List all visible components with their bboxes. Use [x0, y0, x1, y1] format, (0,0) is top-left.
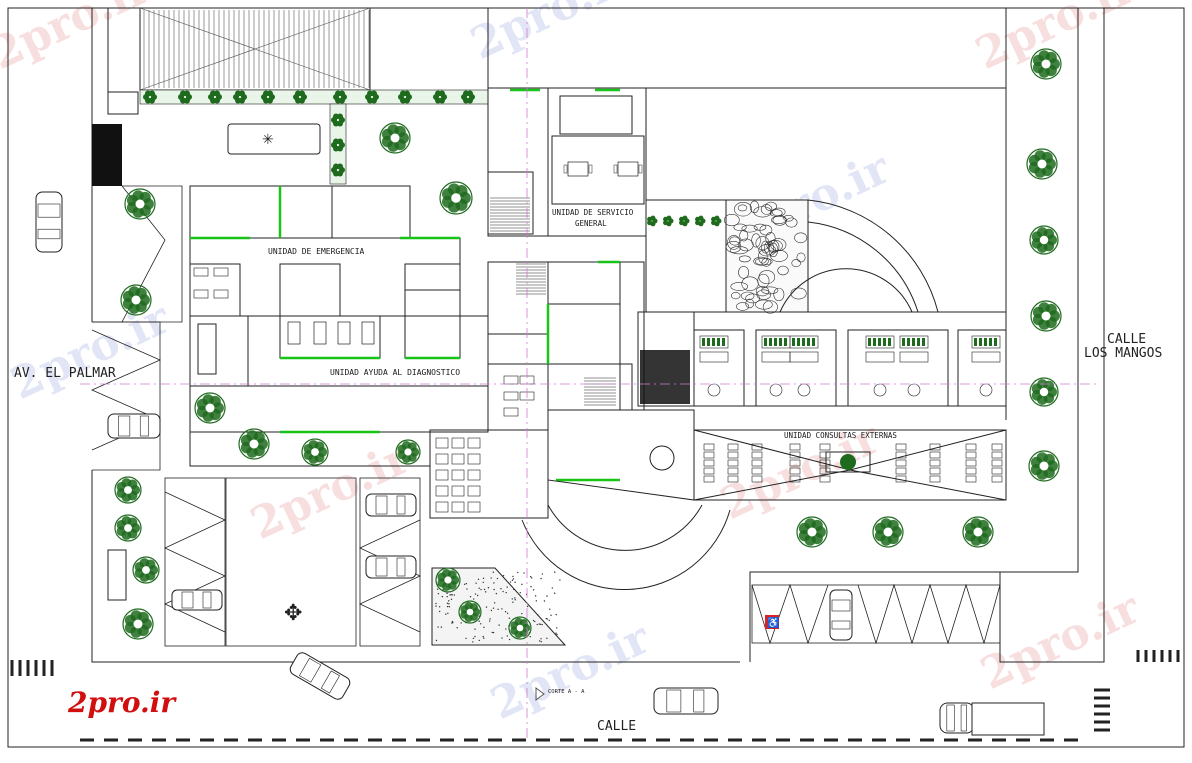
- tree-icon: [395, 439, 421, 465]
- car-icon: [171, 589, 223, 611]
- tree-icon: [122, 608, 154, 640]
- label-unidad-consultas: UNIDAD CONSULTAS EXTERNAS: [784, 431, 897, 440]
- parking-west: [164, 477, 421, 647]
- parking-east: [751, 583, 1001, 645]
- path-shrubs: [143, 90, 475, 177]
- car-icon: [365, 555, 417, 579]
- car-icon: [365, 493, 417, 517]
- tree-icon: [194, 392, 226, 424]
- watermark-text: 2pro.ir: [463, 0, 638, 70]
- tree-icon: [1028, 450, 1060, 482]
- label-unidad-diagnostico: UNIDAD AYUDA AL DIAGNOSTICO: [330, 368, 460, 377]
- tree-icon: [508, 616, 532, 640]
- ambulance-cross-icon: ✳: [262, 131, 274, 147]
- shrub: [233, 90, 247, 104]
- vehicles: [35, 191, 1045, 736]
- shrub: [365, 90, 379, 104]
- tree-icon: [238, 428, 270, 460]
- shrub: [178, 90, 192, 104]
- section-mark-label: CORTE A - A: [548, 689, 585, 695]
- tree-icon: [1026, 148, 1058, 180]
- tree-icon: [114, 476, 142, 504]
- guard-booth: [107, 91, 139, 115]
- watermark-text: 2pro.ir: [243, 432, 418, 550]
- interior-furniture: [107, 161, 643, 601]
- brand-logo: 2pro.ir: [67, 686, 177, 719]
- crosswalk-east: [1136, 650, 1180, 662]
- label-unidad-emergencia: UNIDAD DE EMERGENCIA: [268, 247, 365, 256]
- property-boundary: [91, 8, 1105, 663]
- shrub: [331, 138, 345, 152]
- tree-icon: [120, 284, 152, 316]
- circular-plaza: [779, 199, 939, 313]
- shrub: [461, 90, 475, 104]
- core-green-walls: [510, 88, 620, 482]
- car-icon: [829, 589, 853, 641]
- lobby: [521, 409, 731, 591]
- shrub: [398, 90, 412, 104]
- car-icon: [653, 687, 719, 715]
- stairs: [490, 197, 616, 406]
- storage-dark: [640, 350, 690, 404]
- label-servicio-line1: UNIDAD DE SERVICIO: [552, 208, 634, 217]
- car-icon: [107, 413, 161, 439]
- trees: [114, 48, 1062, 640]
- tree-icon: [435, 567, 461, 593]
- tree-icon: [114, 514, 142, 542]
- watermark-text: 2pro.ir: [0, 0, 158, 80]
- consult-fixtures: [647, 215, 1001, 397]
- tree-icon: [872, 516, 904, 548]
- street-west-label: AV. EL PALMAR: [14, 366, 116, 381]
- tree-icon: [132, 556, 160, 584]
- tree-icon: [379, 122, 411, 154]
- watermark-text: 2pro.ir: [3, 292, 178, 410]
- shrub: [143, 90, 157, 104]
- tree-icon: [1030, 300, 1062, 332]
- tree-icon: [796, 516, 828, 548]
- shrub: [208, 90, 222, 104]
- consultation-block: [637, 311, 1007, 407]
- crosswalk-south-east: [1094, 688, 1110, 732]
- ambulance: [227, 123, 321, 155]
- hatched-roof: [139, 7, 371, 91]
- shrub: [261, 90, 275, 104]
- label-servicio-line2: GENERAL: [575, 219, 607, 228]
- tree-icon: [1030, 48, 1062, 80]
- crosswalk-west: [10, 660, 54, 676]
- south-planter: [431, 567, 567, 646]
- shrub: [333, 90, 347, 104]
- tree-icon: [1029, 377, 1059, 407]
- section-arrow-icon: [535, 687, 545, 701]
- street-east-label-1: CALLE: [1107, 332, 1146, 347]
- tree-icon: [1029, 225, 1059, 255]
- tree-icon: [301, 438, 329, 466]
- accessible-parking-icon: [765, 615, 779, 629]
- watermark-layer: 2pro.ir 2pro.ir 2pro.ir 2pro.ir 2pro.ir …: [0, 0, 1148, 730]
- car-icon: [35, 191, 63, 253]
- tree-icon: [439, 181, 473, 215]
- tree-icon: [458, 600, 482, 624]
- car-icon: [289, 652, 351, 700]
- service-block: [92, 124, 122, 186]
- shrub: [433, 90, 447, 104]
- waiting-seats: [703, 443, 1003, 483]
- diagnostic-green-walls: [280, 356, 460, 434]
- watermark-text: 2pro.ir: [973, 582, 1148, 700]
- accessible-glyph: ♿: [767, 616, 779, 629]
- car-icon: [939, 702, 975, 734]
- direction-arrows-icon: ✥: [284, 600, 302, 625]
- emergency-green-walls: [190, 186, 460, 240]
- shrub: [293, 90, 307, 104]
- shrub: [331, 113, 345, 127]
- diagnostic-block: [189, 289, 489, 467]
- tree-icon: [962, 516, 994, 548]
- central-core: [429, 87, 727, 519]
- street-east-label-2: LOS MANGOS: [1084, 346, 1162, 361]
- street-south-label: CALLE: [597, 719, 636, 734]
- stone-plaza: [723, 199, 809, 314]
- shrub: [331, 163, 345, 177]
- tree-icon: [124, 188, 156, 220]
